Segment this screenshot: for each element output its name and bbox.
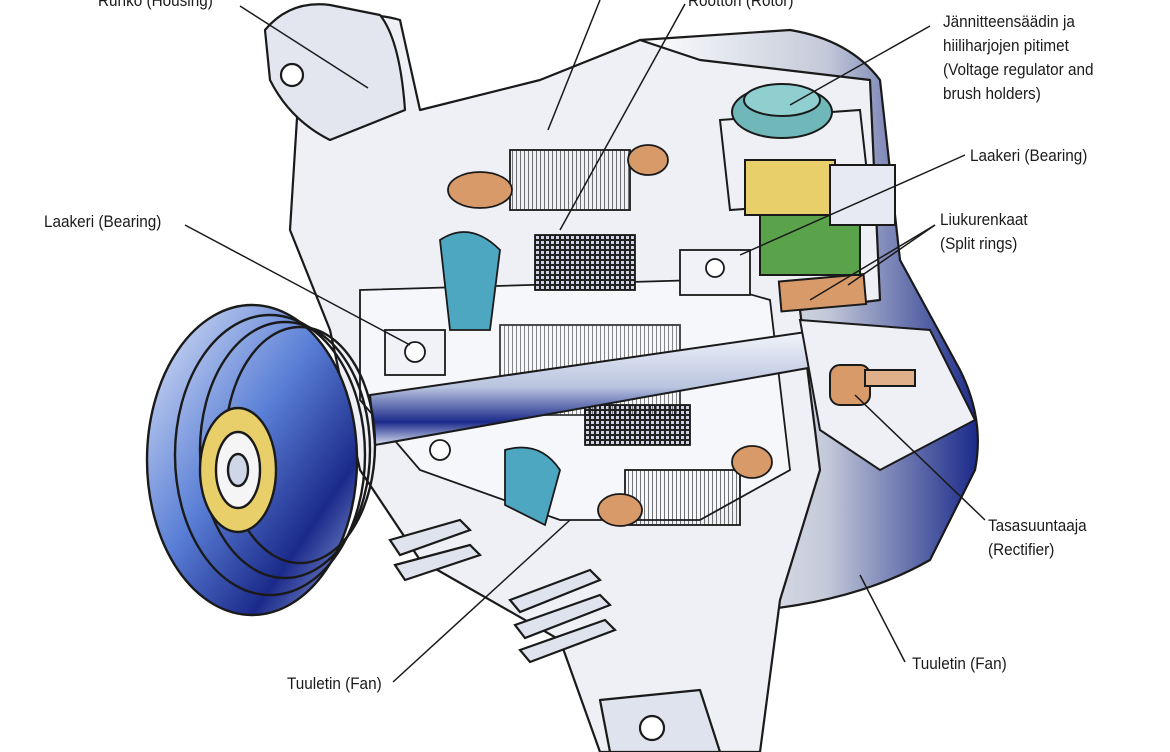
leader-lines — [184, 0, 986, 683]
label-voltage-regulator: Jännitteensäädin ja hiiliharjojen pitime… — [943, 12, 1094, 103]
stator-winding-bottom — [624, 469, 741, 526]
rotor-claw-top — [534, 234, 636, 291]
label-fan-left: Tuuletin (Fan) — [287, 674, 382, 693]
voltage-regulator — [718, 83, 896, 276]
label-housing: Runko (Housing) — [98, 0, 213, 10]
pulley — [145, 303, 377, 617]
rear-fan-blade — [504, 446, 561, 527]
label-split-rings: Liukurenkaat (Split rings) — [940, 210, 1028, 253]
mounting-lug — [263, 3, 407, 142]
label-rotor: Roottori (Rotor) — [688, 0, 794, 10]
copper-coils — [447, 144, 773, 527]
label-fan-right: Tuuletin (Fan) — [912, 654, 1007, 673]
stator-winding-top — [509, 149, 631, 211]
label-bearing-right: Laakeri (Bearing) — [970, 146, 1088, 165]
rectifier — [798, 318, 977, 472]
bearings — [384, 249, 751, 461]
label-rectifier: Tasasuuntaaja (Rectifier) — [988, 516, 1087, 559]
front-fan-vents — [388, 518, 617, 664]
label-bearing-left: Laakeri (Bearing) — [44, 212, 162, 231]
front-fan-blade — [439, 231, 501, 331]
